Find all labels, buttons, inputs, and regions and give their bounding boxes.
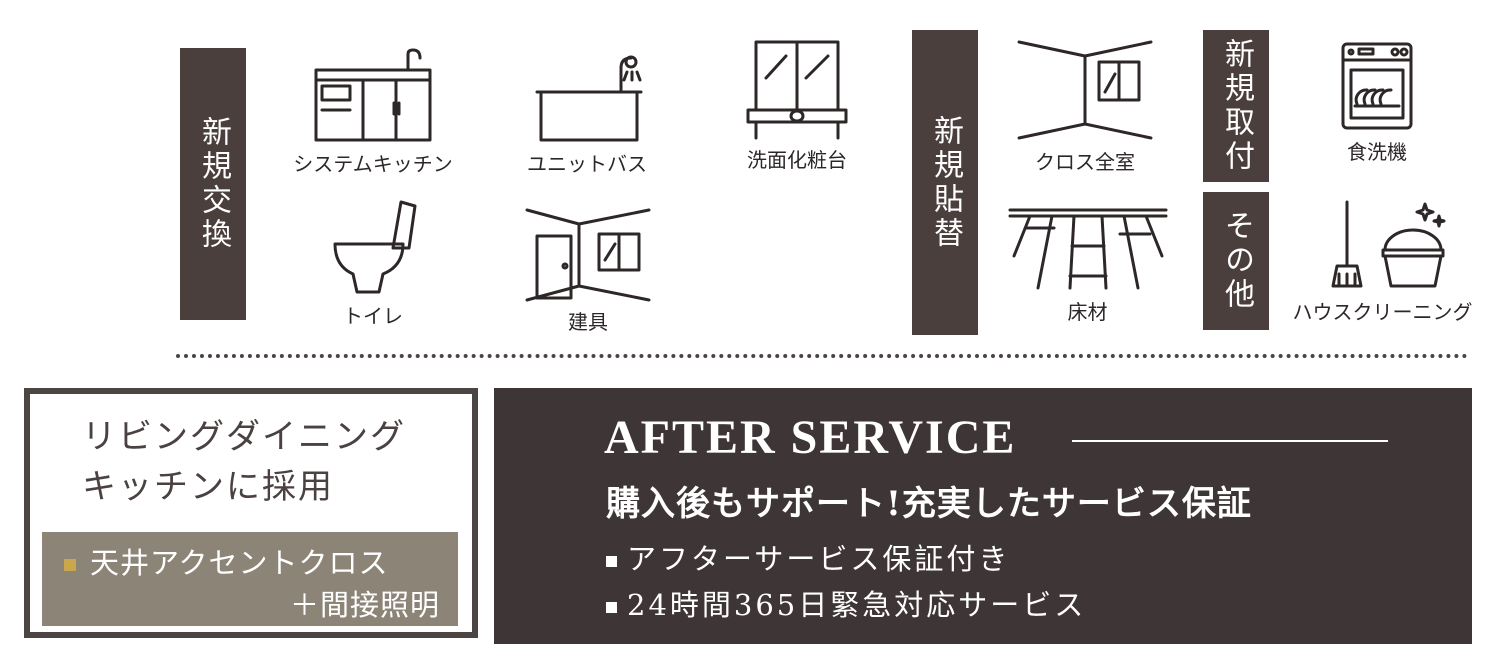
after-service-box: AFTER SERVICE 購入後もサポート!充実したサービス保証 アフターサー… [494,388,1472,644]
caption-system-kitchen: システムキッチン [293,152,453,176]
item-cloth-all-rooms: クロス全室 [1010,38,1160,175]
caption-unit-bath: ユニットバス [527,152,647,176]
after-service-subtitle: 購入後もサポート!充実したサービス保証 [606,484,1252,524]
gold-square-icon [64,559,76,571]
item-washbasin: 洗面化粧台 [722,38,872,173]
room-corner-icon [1017,40,1153,140]
caption-dishwasher: 食洗機 [1347,140,1407,164]
item-toilet: トイレ [318,196,428,329]
feature-line-2: ＋間接照明 [289,588,440,622]
cleaning-icon [1331,200,1445,288]
toilet-icon [333,200,417,294]
category-other: その他 [1203,192,1269,330]
system-kitchen-icon [314,48,432,142]
item-dishwasher: 食洗機 [1322,40,1432,165]
dishwasher-icon [1341,42,1413,130]
title-rule [1072,440,1388,442]
item-unit-bath: ユニットバス [512,52,662,177]
caption-toilet: トイレ [343,304,403,328]
washbasin-icon [746,40,848,140]
caption-fittings: 建具 [568,310,608,334]
dotted-divider [176,354,1468,358]
item-house-cleaning: ハウスクリーニング [1290,196,1475,325]
category-new-install: 新規取付 [1203,30,1269,182]
bathtub-icon [535,55,643,142]
caption-house-cleaning: ハウスクリーニング [1292,300,1473,324]
living-dining-box: リビングダイニング キッチンに採用 天井アクセントクロス ＋間接照明 [24,388,478,638]
feature-line-1: 天井アクセントクロス [90,546,389,580]
item-flooring: 床材 [1005,206,1170,325]
after-service-bullet: 24時間365日緊急対応サービス [606,582,1086,624]
caption-cloth-all-rooms: クロス全室 [1035,150,1135,174]
flooring-icon [1008,208,1167,290]
feature-panel: 天井アクセントクロス ＋間接照明 [42,532,458,626]
category-new-repaper: 新規貼替 [912,30,978,335]
living-dining-title: リビングダイニング キッチンに採用 [82,417,406,507]
after-service-title: AFTER SERVICE [604,411,1017,464]
door-icon [525,208,651,302]
bullet-square-icon [606,555,617,567]
bullet-square-icon [606,601,617,613]
category-new-exchange: 新規交換 [180,48,246,320]
caption-flooring: 床材 [1067,300,1108,324]
item-fittings: 建具 [518,206,658,335]
after-service-bullet: アフターサービス保証付き [606,536,1010,578]
item-system-kitchen: システムキッチン [288,48,458,177]
caption-washbasin: 洗面化粧台 [747,148,847,172]
